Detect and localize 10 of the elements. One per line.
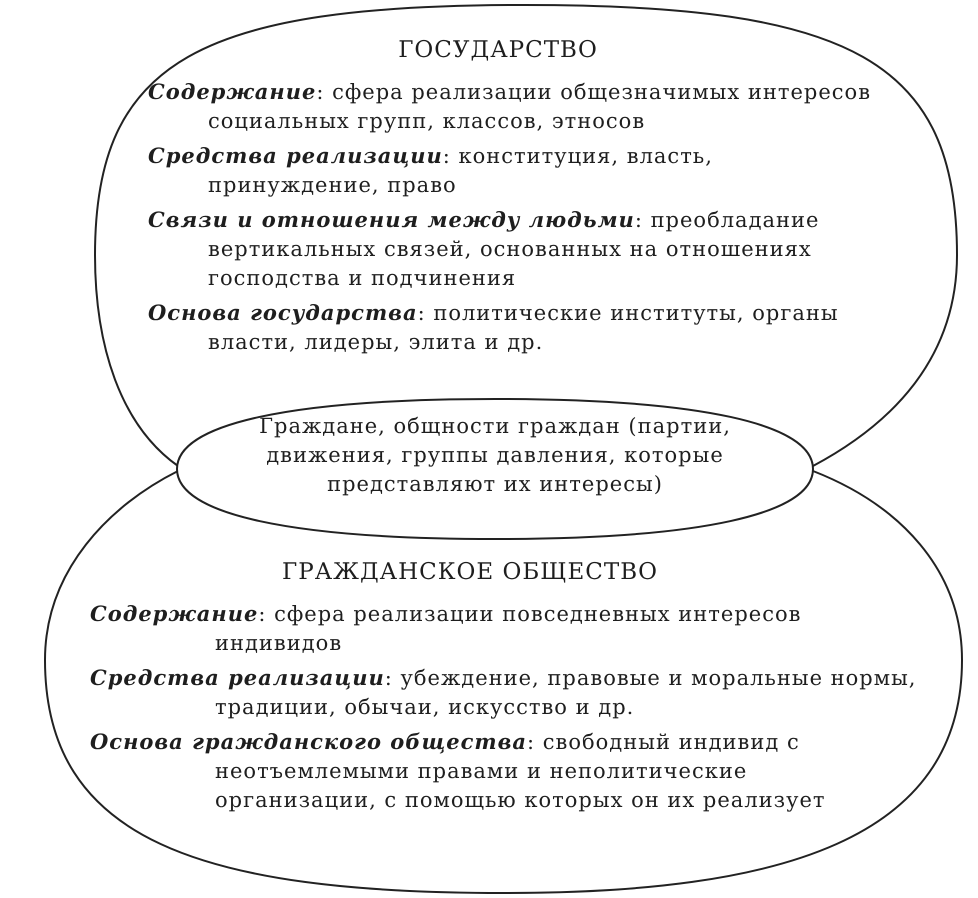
node-text: Содержание: сфера реализации общезначимых интересов социальных групп, классов, этносов [148,78,872,135]
node-text: Основа государства: политические институты, органы власти, лидеры, элита и др. [148,299,840,356]
node-heading: ГОСУДАРСТВО [397,36,599,65]
node-text: Связи и отношения между людьми: преобладание вертикальных связей, основанных на отношениях господства и подчинения [148,206,820,292]
node-text: Средства реализации: конституция, власть, принуждение, право [148,142,714,199]
node-text: Основа гражданского общества: свободный индивид с неотъемлемыми правами и неполитические организации, с помощью которых он их реализует [90,728,827,814]
node-text: Содержание: сфера реализации повседневных интересов индивидов [90,600,802,657]
node-text: Граждане, общности граждан (партии, движения, группы давления, которые представляют их интересы) [258,413,732,498]
node-text: Средства реализации: убеждение, правовые и моральные нормы, традиции, обычаи, искусство и др. [90,664,918,721]
node-heading: ГРАЖДАНСКОЕ ОБЩЕСТВО [281,558,659,587]
